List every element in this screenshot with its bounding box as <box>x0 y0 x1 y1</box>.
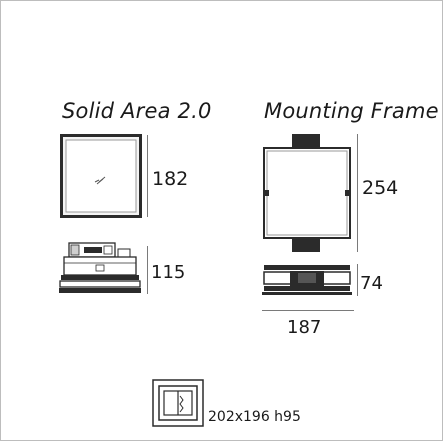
solid-area-front-dimension-line <box>147 135 148 217</box>
mounting-frame-side-dimension: 74 <box>360 273 383 294</box>
mounting-frame-front-dimension: 254 <box>362 177 399 199</box>
mounting-frame-width-dimension-line <box>262 310 354 311</box>
solid-area-side-view <box>59 242 141 293</box>
mounting-frame-side-view <box>262 265 352 295</box>
cutout-dimensions: 202x196 h95 <box>208 409 301 425</box>
mounting-frame-title: Mounting Frame <box>264 99 439 123</box>
mounting-frame-width-dimension: 187 <box>287 317 322 338</box>
solid-area-title: Solid Area 2.0 <box>62 99 212 123</box>
cutout-icon <box>152 379 204 427</box>
solid-area-front-view <box>60 134 142 218</box>
solid-area-side-dimension: 115 <box>151 262 186 283</box>
solid-area-side-dimension-line <box>147 246 148 294</box>
lightning-glyph-icon <box>94 176 106 185</box>
mounting-frame-side-dimension-line <box>357 264 358 296</box>
solid-area-front-dimension: 182 <box>152 168 189 190</box>
mounting-frame-front-dimension-line <box>357 134 358 252</box>
mounting-frame-front-view <box>263 134 351 252</box>
